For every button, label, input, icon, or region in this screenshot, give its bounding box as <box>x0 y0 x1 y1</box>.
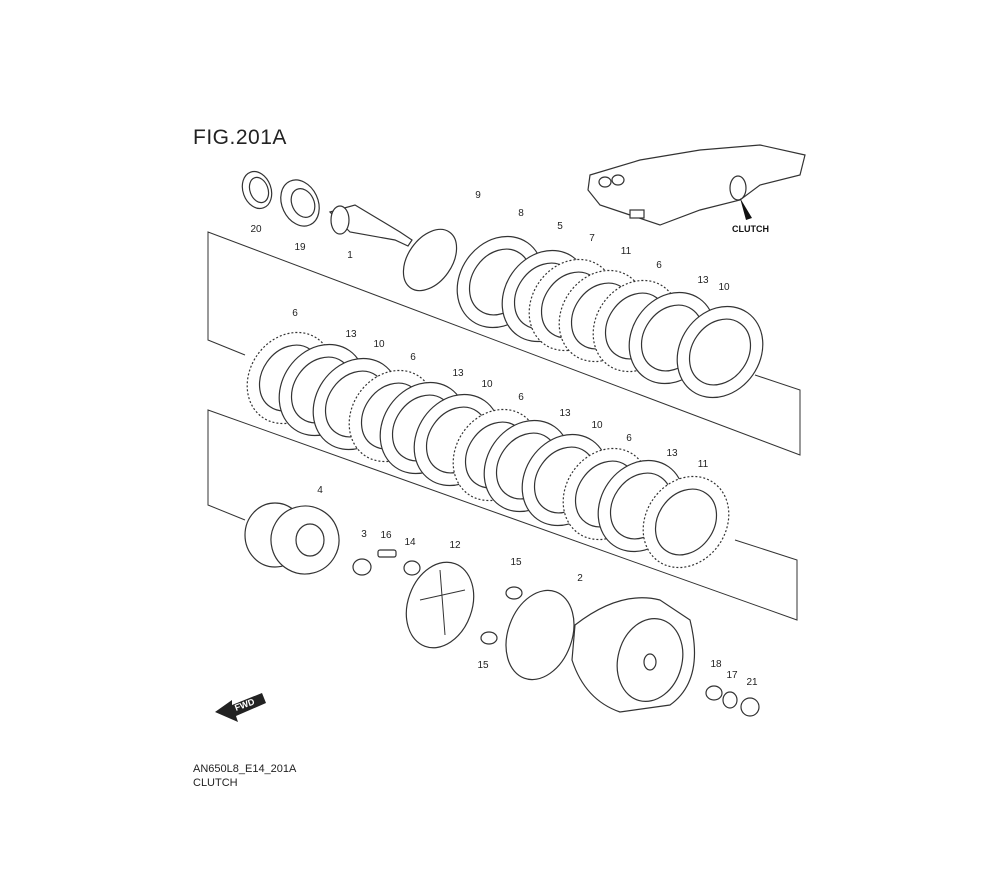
part-callout: 13 <box>697 275 709 286</box>
part-callout: 8 <box>518 208 524 219</box>
part-12-pressure-plate <box>405 561 475 649</box>
fwd-arrow-icon: FWD <box>215 693 266 722</box>
part-callout: 5 <box>557 221 563 232</box>
part-callout: 6 <box>656 260 662 271</box>
part-callout: 13 <box>345 329 357 340</box>
part-callout: 11 <box>621 246 632 257</box>
part-callout: 6 <box>292 308 298 319</box>
part-callout: 13 <box>666 448 678 459</box>
part-callout: 6 <box>626 433 632 444</box>
part-callout: 19 <box>294 242 306 253</box>
part-20-oil-seal <box>241 170 273 210</box>
part-callout: 15 <box>510 557 522 568</box>
part-callout: 21 <box>746 677 758 688</box>
part-callout: 20 <box>250 224 262 235</box>
part-callout: 9 <box>475 190 481 201</box>
part-callout: 13 <box>452 368 464 379</box>
part-callout: 17 <box>726 670 738 681</box>
part-callout: 6 <box>518 392 524 403</box>
part-2-primary-gear <box>505 589 696 713</box>
clutch-disc-friction <box>642 475 730 569</box>
small-parts <box>352 549 760 717</box>
part-callout: 4 <box>317 485 323 496</box>
figure-caption: CLUTCH <box>193 777 238 789</box>
part-callout: 12 <box>449 540 461 551</box>
part-19-bearing <box>280 179 320 227</box>
part-4-clutch-housing <box>244 502 340 575</box>
part-callout: 16 <box>380 530 392 541</box>
part-callout: 6 <box>410 352 416 363</box>
part-callout: 10 <box>718 282 730 293</box>
figure-code: AN650L8_E14_201A <box>193 763 297 775</box>
part-callout: 10 <box>591 420 603 431</box>
part-callout: 3 <box>361 529 367 540</box>
part-callout: 15 <box>477 660 489 671</box>
engine-inset: CLUTCH <box>587 144 806 234</box>
group-frame-upper <box>207 231 801 456</box>
inset-clutch-label: CLUTCH <box>732 224 769 234</box>
part-1-shaft <box>328 204 413 247</box>
part-callout: 11 <box>698 459 709 470</box>
part-callout: 1 <box>347 250 353 261</box>
figure-title: FIG.201A <box>193 126 287 149</box>
part-callout: 10 <box>373 339 385 350</box>
part-callout: 2 <box>577 573 583 584</box>
part-callout: 18 <box>710 659 722 670</box>
group-frame-lower <box>207 409 798 621</box>
clutch-disc-ring <box>402 228 458 292</box>
part-callout: 10 <box>481 379 493 390</box>
part-callout: 14 <box>404 537 416 548</box>
part-callout: 7 <box>589 233 595 244</box>
clutch-disc-plain <box>676 305 764 399</box>
part-callout: 13 <box>559 408 571 419</box>
